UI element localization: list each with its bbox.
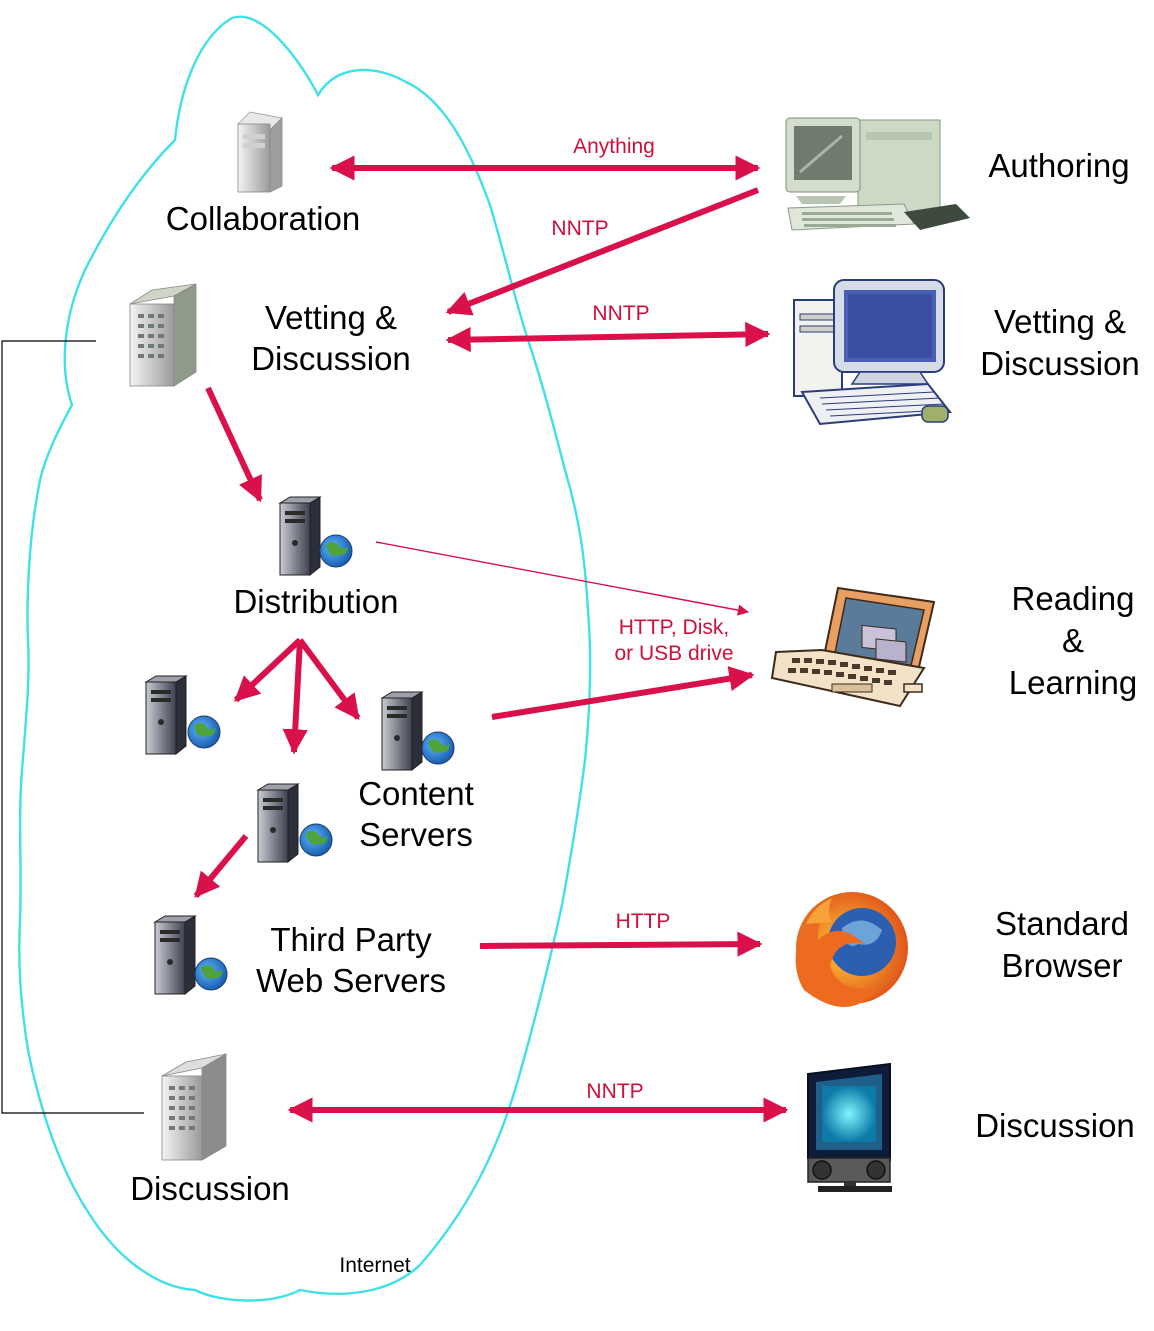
reading-label-line1: Reading <box>1012 580 1135 617</box>
firefox-icon <box>795 892 908 1008</box>
arrow-distribution-middle <box>282 639 308 755</box>
protocol-anything: Anything <box>573 135 655 158</box>
protocol-nntp-vetting: NNTP <box>592 302 649 325</box>
arrow-distribution-left <box>233 637 303 703</box>
arrow-content-thirdparty <box>193 834 249 898</box>
vetting-client-label-line1: Vetting & <box>994 303 1126 340</box>
discussion-client-label: Discussion <box>975 1107 1135 1144</box>
arrow-content-reading <box>491 666 755 720</box>
group-bracket <box>1 340 144 1114</box>
content-server-middle-icon <box>256 783 333 864</box>
protocol-http-disk-line2: or USB drive <box>614 642 733 665</box>
arrow-distribution-reading <box>375 541 750 616</box>
authoring-computer-icon <box>785 117 970 231</box>
content-servers-label-line1: Content <box>358 775 474 812</box>
arrow-thirdparty-browser <box>479 931 763 957</box>
arrow-authoring-vetting <box>445 187 760 316</box>
internet-label: Internet <box>339 1254 410 1277</box>
discussion-server-label: Discussion <box>130 1170 290 1207</box>
protocol-http-disk-line1: HTTP, Disk, <box>619 616 729 639</box>
arrow-distribution-right <box>297 638 361 721</box>
authoring-label: Authoring <box>988 147 1129 184</box>
internet-cloud <box>18 15 592 1302</box>
protocol-nntp-authoring: NNTP <box>551 217 608 240</box>
arrow-vetting-vetting <box>445 321 771 353</box>
monitor-icon <box>807 1062 892 1192</box>
third-party-server-icon <box>153 915 228 996</box>
vetting-server-label-line2: Discussion <box>251 340 411 377</box>
arrow-vetting-distribution <box>205 386 263 503</box>
connections <box>193 155 789 1123</box>
vetting-computer-icon <box>793 279 952 426</box>
third-party-label-line2: Web Servers <box>256 962 446 999</box>
protocol-labels: Anything NNTP NNTP HTTP, Disk, or USB dr… <box>551 135 733 1103</box>
protocol-nntp-discussion: NNTP <box>586 1080 643 1103</box>
content-server-right-icon <box>380 691 455 772</box>
reading-label-line3: Learning <box>1009 664 1137 701</box>
browser-label-line2: Browser <box>1001 947 1122 984</box>
node-labels: Collaboration Vetting & Discussion Distr… <box>130 147 1140 1277</box>
laptop-icon <box>770 586 936 708</box>
vetting-server-label-line1: Vetting & <box>265 299 397 336</box>
reading-label-line2: & <box>1062 622 1084 659</box>
distribution-label: Distribution <box>233 583 398 620</box>
browser-label-line1: Standard <box>995 905 1129 942</box>
vetting-server-icon <box>129 283 197 387</box>
protocol-http: HTTP <box>616 910 671 933</box>
discussion-server-icon <box>161 1053 227 1161</box>
distribution-server-icon <box>278 496 353 577</box>
collaboration-label: Collaboration <box>166 200 360 237</box>
collaboration-server-icon <box>237 111 283 193</box>
vetting-client-label-line2: Discussion <box>980 345 1140 382</box>
content-servers-label-line2: Servers <box>359 816 473 853</box>
content-server-left-icon <box>144 675 221 756</box>
third-party-label-line1: Third Party <box>270 921 432 958</box>
